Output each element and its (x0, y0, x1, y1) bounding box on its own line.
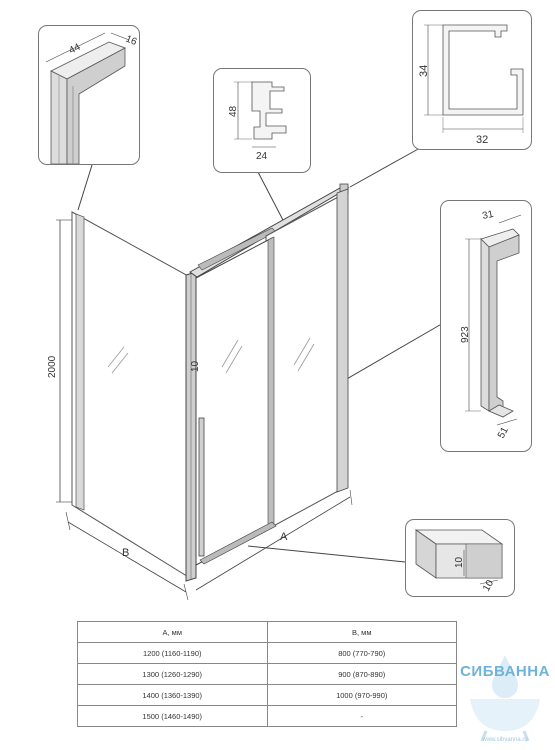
fixed-panel (265, 188, 349, 531)
profile-width-label: 24 (256, 151, 268, 162)
height-label: 2000 (47, 355, 58, 378)
width-b-label: B (122, 547, 129, 559)
profile-depth-label: 16 (124, 34, 139, 49)
sliding-door (195, 236, 275, 566)
table-header-a: A, мм (77, 621, 268, 643)
side-panel (71, 211, 191, 579)
profile-height-label: 48 (228, 105, 239, 117)
corner-post (185, 271, 197, 582)
table-row: 1500 (1460-1490) - (77, 705, 457, 727)
width-a-label: A (280, 531, 288, 543)
table-cell: 1000 (970-990) (266, 684, 457, 706)
width-b-dimension: B (65, 511, 189, 601)
profile-width-label: 10 (481, 578, 496, 594)
callout-handle: 923 31 51 (440, 200, 532, 452)
logo: СИБВАННА www.sibvanna.ru (456, 655, 554, 750)
handle-depth-label: 31 (481, 209, 495, 222)
table-row: 1200 (1160-1190) 800 (770-790) (77, 642, 457, 664)
table-cell: 1500 (1460-1490) (77, 705, 268, 727)
profile-width-label: 32 (476, 134, 488, 146)
shower-enclosure-drawing: 2000 B A 10 (47, 147, 446, 601)
handle-length-label: 923 (460, 326, 471, 343)
profile-height-label: 10 (454, 556, 465, 568)
width-a-dimension: A (195, 489, 353, 591)
bottom-guide (199, 521, 277, 565)
height-dimension: 2000 (47, 219, 72, 503)
table-cell: 800 (770-790) (266, 642, 457, 664)
door-handle (198, 417, 205, 557)
sizes-table: A, мм B, мм 1200 (1160-1190) 800 (770-79… (77, 621, 457, 727)
profile-height-label: 34 (418, 65, 430, 77)
profile-width-label: 44 (67, 42, 82, 57)
table-cell: 900 (870-890) (266, 663, 457, 685)
table-cell: 1200 (1160-1190) (77, 642, 268, 664)
table-row: 1300 (1260-1290) 900 (870-890) (77, 663, 457, 685)
table-row: 1400 (1360-1390) 1000 (970-990) (77, 684, 457, 706)
top-rail (189, 183, 350, 278)
callout-profile-top-left: 44 16 (38, 25, 140, 165)
table-header-row: A, мм B, мм (77, 621, 457, 643)
logo-url: www.sibvanna.ru (482, 737, 528, 743)
glass-thickness-label: 10 (190, 360, 201, 372)
table-cell: - (266, 705, 457, 727)
callout-profile-top-right: 34 32 (412, 10, 532, 150)
table-cell: 1300 (1260-1290) (77, 663, 268, 685)
callout-profile-top-middle: 48 24 (213, 68, 311, 173)
table-header-b: B, мм (266, 621, 457, 643)
table-cell: 1400 (1360-1390) (77, 684, 268, 706)
callout-profile-bottom: 10 10 (405, 519, 515, 597)
logo-name: СИБВАННА (460, 663, 550, 680)
handle-base-label: 51 (496, 425, 511, 440)
